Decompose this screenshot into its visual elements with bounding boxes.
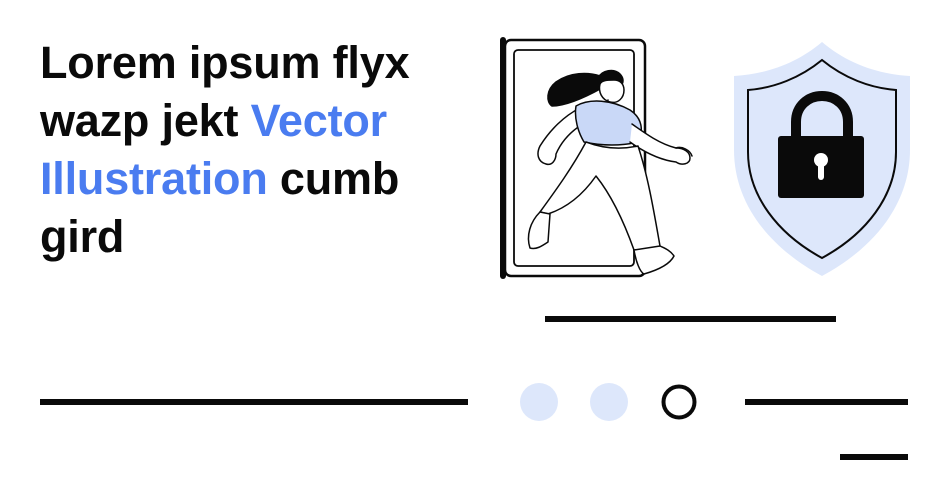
padlock-icon [778, 90, 864, 198]
pagination-dots [520, 383, 697, 421]
pagination-dot-1[interactable] [520, 383, 558, 421]
pagination-dot-3-active[interactable] [661, 384, 697, 420]
headline: Lorem ipsum flyx wazp jekt Vector Illust… [40, 34, 470, 266]
running-woman-icon [527, 69, 693, 275]
pagination-dot-2[interactable] [590, 383, 628, 421]
headline-text-2: cumb gird [40, 153, 400, 262]
headline-text-1: Lorem ipsum flyx wazp jekt [40, 37, 410, 146]
headline-highlight: Vector Illustration [40, 95, 387, 204]
